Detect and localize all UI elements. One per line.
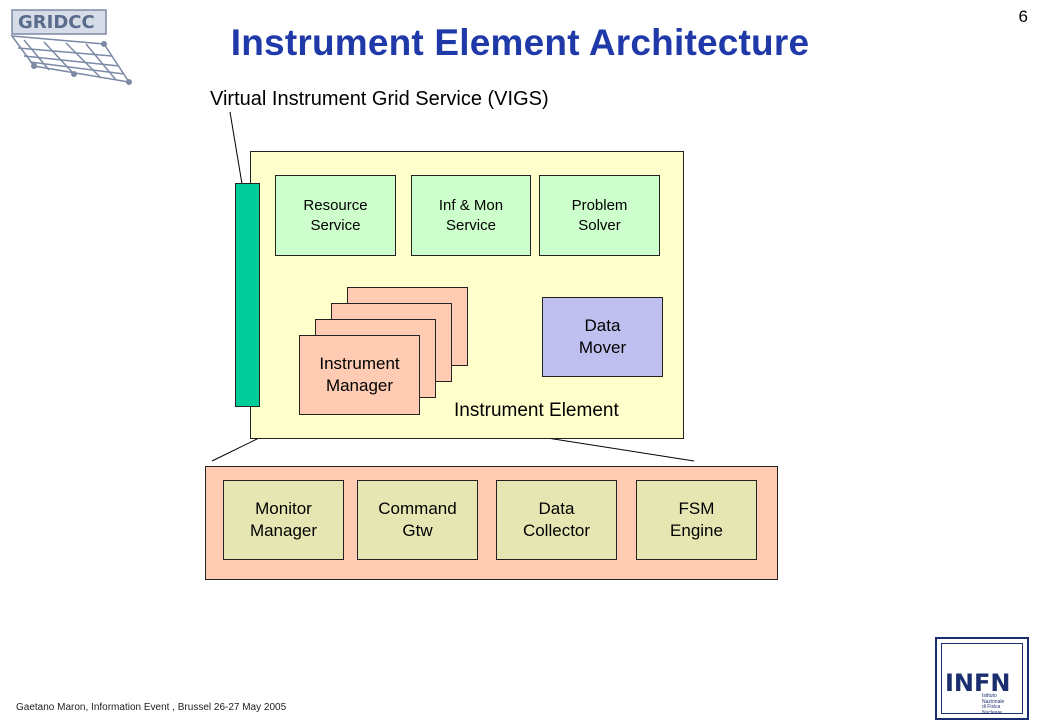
infn-logo: INFN Istituto Nazionale di Fisica Nuclea… [935, 637, 1029, 720]
infn-logo-subtitle: Istituto Nazionale di Fisica Nucleare [982, 693, 1005, 716]
page-number: 6 [1018, 7, 1028, 26]
monitor-manager-box: Monitor Manager [223, 480, 344, 560]
footer-text: Gaetano Maron, Information Event , Bruss… [16, 702, 287, 713]
gridcc-logo-text: GRIDCC [18, 12, 95, 33]
problem-solver-box: Problem Solver [539, 175, 660, 256]
data-collector-box: Data Collector [496, 480, 617, 560]
resource-service-box: Resource Service [275, 175, 396, 256]
instrument-element-label: Instrument Element [454, 400, 619, 421]
data-mover-box: Data Mover [542, 297, 663, 377]
vigs-bar [235, 183, 260, 407]
infn-logo-text: INFN [945, 669, 1011, 697]
infmon-service-box: Inf & Mon Service [411, 175, 531, 256]
gridcc-logo-graphic [10, 9, 132, 85]
fsm-engine-box: FSM Engine [636, 480, 757, 560]
instrument-manager-box: Instrument Manager [299, 335, 420, 415]
command-gtw-box: Command Gtw [357, 480, 478, 560]
page-title: Instrument Element Architecture [230, 22, 810, 63]
infn-logo-frame [941, 643, 1023, 714]
gridcc-logo: GRIDCC [4, 6, 144, 91]
vigs-label: Virtual Instrument Grid Service (VIGS) [210, 88, 549, 110]
